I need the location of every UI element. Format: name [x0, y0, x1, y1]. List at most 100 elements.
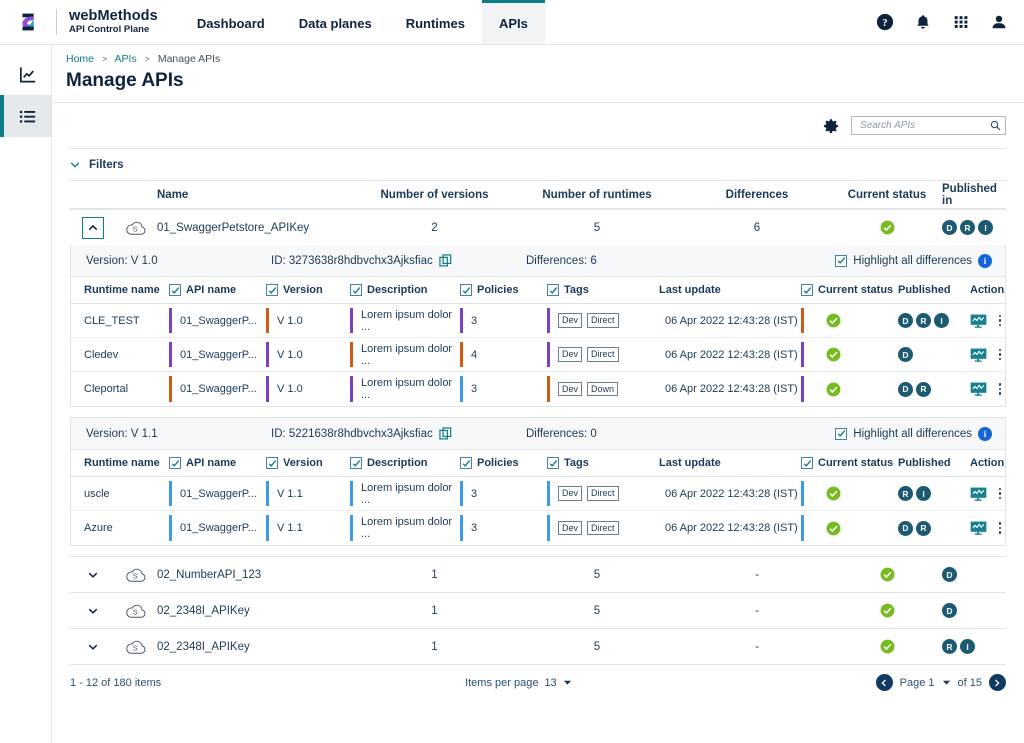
api-name-column-checkbox[interactable] [169, 457, 181, 469]
breadcrumb-item-apis[interactable]: APIs [114, 53, 137, 65]
highlight-differences-group[interactable]: Highlight all differences i [835, 426, 1005, 441]
policies-column-checkbox[interactable] [460, 457, 472, 469]
column-header-description-label: Description [367, 284, 428, 296]
kebab-menu-icon[interactable] [998, 381, 1002, 397]
kebab-menu-icon[interactable] [998, 486, 1002, 502]
tags-column-checkbox[interactable] [547, 457, 559, 469]
info-icon[interactable]: i [978, 426, 992, 441]
previous-page-button[interactable] [875, 674, 893, 691]
version-column-checkbox[interactable] [266, 284, 278, 296]
row-expand-cell [70, 599, 115, 622]
highlight-differences-checkbox[interactable] [835, 254, 848, 267]
tags-column-checkbox[interactable] [547, 284, 559, 296]
column-header-description[interactable]: Description [350, 277, 460, 303]
api-name[interactable]: 01_SwaggerPetstore_APIKey [157, 221, 310, 234]
monitor-analytics-icon[interactable] [970, 487, 987, 501]
notifications-bell-icon[interactable] [914, 13, 932, 31]
column-header-api-name[interactable]: API name [169, 450, 266, 476]
column-header-version[interactable]: Version [266, 450, 350, 476]
gear-icon[interactable] [823, 118, 839, 134]
column-header-published[interactable]: Published [898, 284, 951, 296]
api-name[interactable]: 02_2348I_APIKey [157, 604, 250, 617]
rail-item-analytics[interactable] [0, 53, 51, 95]
collapse-row-button[interactable] [81, 216, 104, 239]
monitor-analytics-icon[interactable] [970, 382, 987, 396]
tag-chip: Direct [587, 347, 619, 362]
user-account-icon[interactable] [990, 13, 1008, 31]
search-box[interactable] [851, 116, 1006, 135]
nav-item-runtimes[interactable]: Runtimes [405, 16, 465, 31]
column-header-tags[interactable]: Tags [547, 450, 659, 476]
runtime-policies: 4 [460, 338, 547, 371]
kebab-menu-icon[interactable] [998, 347, 1002, 363]
chevron-down-icon[interactable] [942, 678, 951, 687]
api-name[interactable]: 02_NumberAPI_123 [157, 568, 262, 581]
column-header-version[interactable]: Version [266, 277, 350, 303]
next-page-button[interactable] [988, 674, 1006, 691]
kebab-menu-icon[interactable] [998, 313, 1002, 329]
column-header-last-update[interactable]: Last update [659, 284, 721, 296]
column-header-published[interactable]: Published [898, 457, 951, 469]
expand-row-button[interactable] [81, 599, 104, 622]
nav-item-data-planes[interactable]: Data planes [298, 16, 372, 31]
runtime-last-update: 06 Apr 2022 12:43:28 (IST) [665, 383, 798, 395]
column-header-policies[interactable]: Policies [460, 450, 547, 476]
chevron-down-icon[interactable] [563, 678, 572, 687]
monitor-analytics-icon[interactable] [970, 314, 987, 328]
column-header-policies[interactable]: Policies [460, 277, 547, 303]
highlight-differences-group[interactable]: Highlight all differences i [835, 253, 1005, 268]
info-icon[interactable]: i [978, 253, 992, 268]
column-header-description[interactable]: Description [350, 450, 460, 476]
column-header-differences[interactable]: Differences [725, 188, 789, 201]
column-header-number-of-versions[interactable]: Number of versions [380, 188, 489, 201]
kebab-menu-icon[interactable] [998, 520, 1002, 536]
expand-row-button[interactable] [81, 635, 104, 658]
description-column-checkbox[interactable] [350, 284, 362, 296]
description-column-checkbox[interactable] [350, 457, 362, 469]
nav-item-dashboard[interactable]: Dashboard [196, 16, 265, 31]
search-input[interactable] [858, 119, 990, 132]
copy-icon[interactable] [439, 427, 452, 440]
brand-logo-area[interactable]: webMethods API Control Plane [0, 0, 158, 44]
policies-column-checkbox[interactable] [460, 284, 472, 296]
search-icon[interactable] [990, 120, 1001, 131]
apps-grid-icon[interactable] [952, 13, 970, 31]
column-header-api-name[interactable]: API name [169, 277, 266, 303]
help-icon[interactable]: ? [876, 13, 894, 31]
monitor-analytics-icon[interactable] [970, 348, 987, 362]
api-name[interactable]: 02_2348I_APIKey [157, 640, 250, 653]
current-status-column-checkbox[interactable] [801, 457, 813, 469]
column-header-last-update[interactable]: Last update [659, 457, 721, 469]
current-status-column-checkbox[interactable] [801, 284, 813, 296]
expand-row-button[interactable] [81, 563, 104, 586]
column-header-name[interactable]: Name [157, 188, 189, 201]
column-header-tags[interactable]: Tags [547, 277, 659, 303]
items-per-page-control[interactable]: Items per page 13 [465, 677, 572, 689]
breadcrumb-item-home[interactable]: Home [66, 53, 95, 65]
column-header-current-status[interactable]: Current status [801, 277, 898, 303]
column-header-current-status[interactable]: Current status [801, 450, 898, 476]
version-column-checkbox[interactable] [266, 457, 278, 469]
column-header-number-of-runtimes[interactable]: Number of runtimes [542, 188, 652, 201]
filters-toggle[interactable]: Filters [52, 149, 1024, 180]
highlight-differences-checkbox[interactable] [835, 427, 848, 440]
table-row[interactable]: S 01_SwaggerPetstore_APIKey 2 5 6 D R [70, 209, 1006, 245]
column-header-published-in[interactable]: Published in [942, 182, 997, 207]
api-name-column-checkbox[interactable] [169, 284, 181, 296]
column-header-runtime-name[interactable]: Runtime name [84, 457, 160, 469]
nav-item-apis[interactable]: APIs [481, 0, 545, 44]
rail-item-list[interactable] [0, 95, 51, 137]
copy-icon[interactable] [439, 254, 452, 267]
monitor-analytics-icon[interactable] [970, 521, 987, 535]
column-header-current-status[interactable]: Current status [847, 188, 927, 201]
column-header-runtime-name[interactable]: Runtime name [84, 284, 160, 296]
